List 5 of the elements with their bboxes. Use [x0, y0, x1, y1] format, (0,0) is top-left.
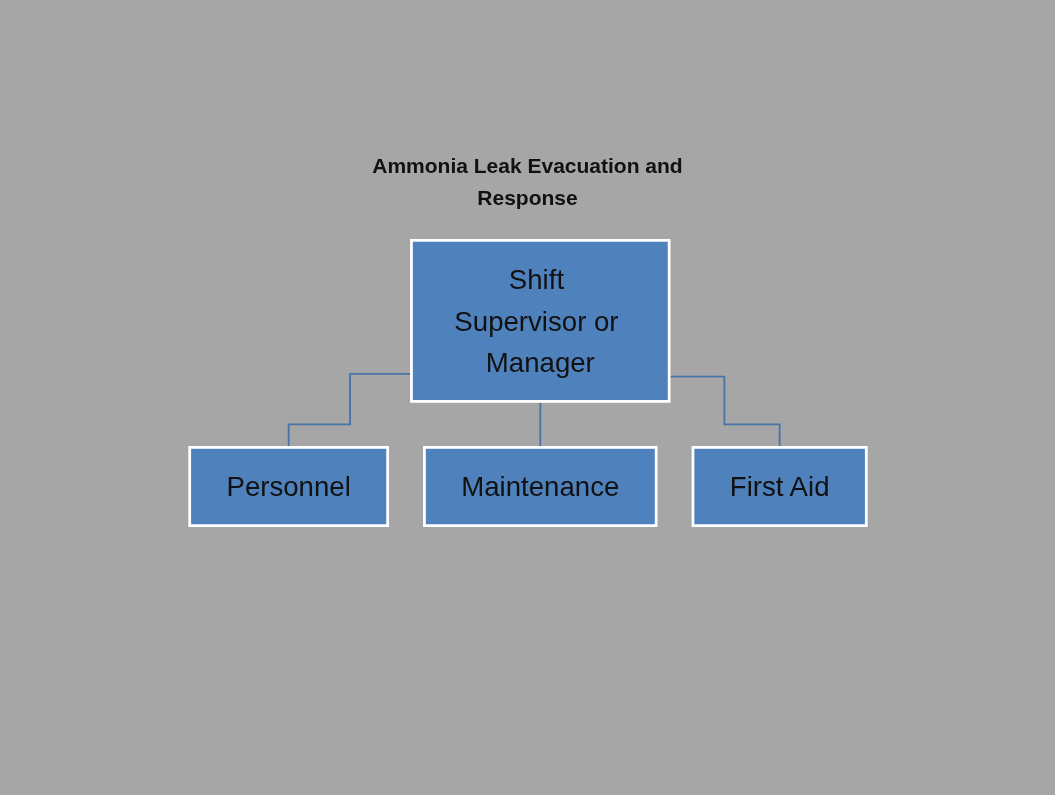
node-box: Personnel — [187, 446, 389, 527]
node-box: First Aid — [691, 446, 868, 527]
node-box: Shift Supervisor or Manager — [409, 239, 670, 403]
diagram-title: Ammonia Leak Evacuation and Response — [371, 153, 684, 211]
node-box: Maintenance — [422, 446, 658, 527]
